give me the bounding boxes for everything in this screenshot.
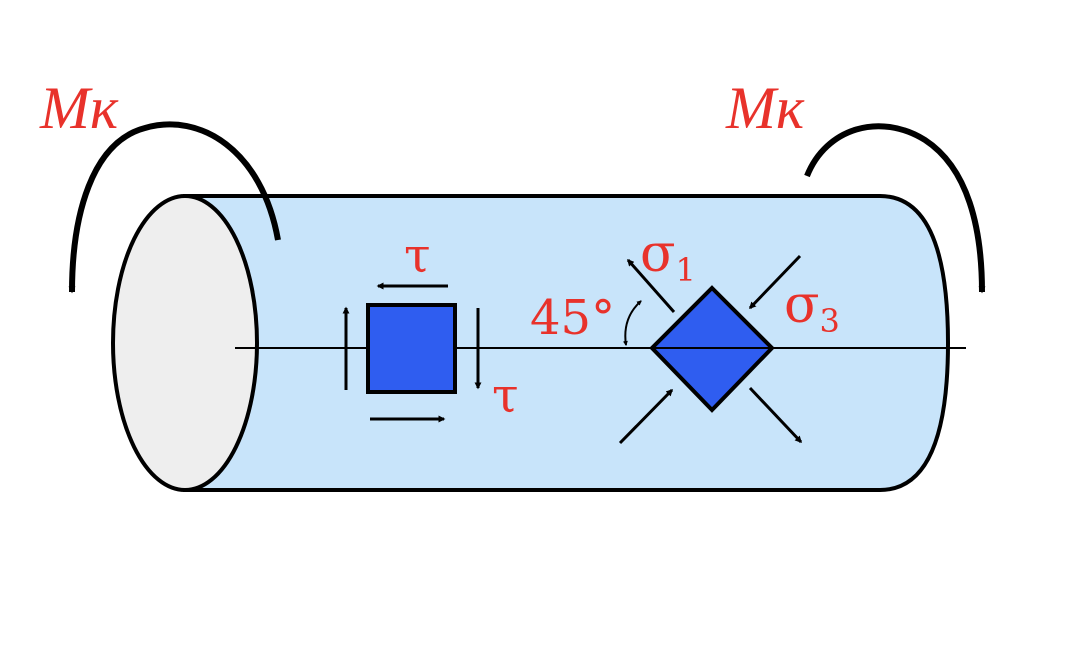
tau-label-right: τ — [492, 368, 519, 424]
tau-label-top: τ — [404, 228, 431, 284]
moment-label-right: Mк — [725, 75, 805, 141]
moment-arrow-left — [68, 121, 281, 294]
sigma3-arrow-lower — [618, 388, 674, 445]
sigma3-symbol: σ — [784, 275, 820, 335]
sigma3-subscript: 3 — [820, 302, 840, 340]
sigma3-arrow-upper — [748, 254, 802, 310]
moment-label-left: Mк — [39, 75, 119, 141]
shaft-end-face — [111, 194, 259, 492]
sigma1-arrow-down — [748, 386, 803, 444]
sigma1-arrow-up — [626, 258, 676, 313]
sigma1-symbol: σ — [640, 224, 676, 284]
sigma1-label: σ1 — [640, 224, 696, 289]
angle-label: 45° — [530, 290, 615, 346]
shear-element — [366, 303, 457, 394]
moment-arrow-right — [804, 123, 986, 294]
sigma1-subscript: 1 — [676, 251, 696, 289]
shaft-body — [183, 194, 951, 492]
angle-arc — [622, 300, 642, 346]
sigma3-label: σ3 — [784, 275, 840, 340]
